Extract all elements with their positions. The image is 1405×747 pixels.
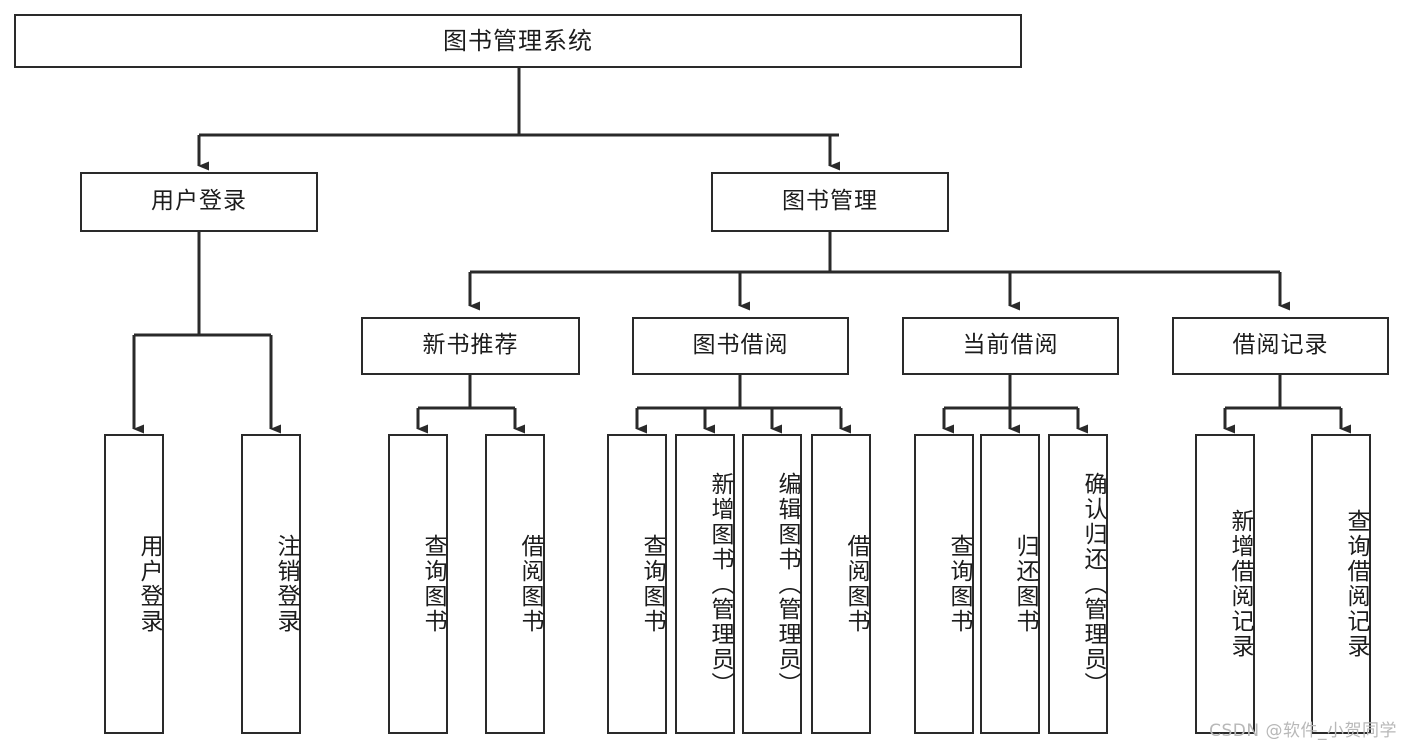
node-book-management[interactable]: 图书管理 [711, 172, 949, 232]
node-label: 查询图书 [946, 534, 972, 634]
leaf-current-borrow-query-book[interactable]: 查询图书 [914, 434, 974, 734]
node-label: 归还图书 [1012, 534, 1038, 634]
node-user-login[interactable]: 用户登录 [80, 172, 318, 232]
node-label: 用户登录 [136, 534, 162, 634]
node-new-book-recommend[interactable]: 新书推荐 [361, 317, 580, 375]
node-label: 图书管理 [782, 188, 878, 215]
node-label: 图书借阅 [692, 332, 789, 359]
node-label: 当前借阅 [962, 332, 1059, 359]
node-label: 新书推荐 [422, 332, 519, 359]
leaf-borrow-record-query-record[interactable]: 查询借阅记录 [1311, 434, 1371, 734]
leaf-new-book-borrow-book[interactable]: 借阅图书 [485, 434, 545, 734]
leaf-current-borrow-return-book[interactable]: 归还图书 [980, 434, 1040, 734]
node-label: 注销登录 [273, 534, 299, 634]
leaf-book-borrow-borrow-book[interactable]: 借阅图书 [811, 434, 871, 734]
leaf-book-borrow-add-book-admin[interactable]: 新增图书（管理员） [675, 434, 735, 734]
node-root-book-management-system[interactable]: 图书管理系统 [14, 14, 1022, 68]
node-label: 借阅图书 [843, 534, 869, 634]
node-label: 查询图书 [420, 534, 446, 634]
leaf-new-book-query-book[interactable]: 查询图书 [388, 434, 448, 734]
node-label: 编辑图书（管理员） [774, 471, 800, 697]
node-label: 查询图书 [639, 534, 665, 634]
node-label: 新增借阅记录 [1227, 509, 1253, 659]
leaf-user-login-logout[interactable]: 注销登录 [241, 434, 301, 734]
node-label: 用户登录 [151, 188, 247, 215]
leaf-book-borrow-query-book[interactable]: 查询图书 [607, 434, 667, 734]
node-book-borrow[interactable]: 图书借阅 [632, 317, 849, 375]
node-label: 查询借阅记录 [1343, 509, 1369, 659]
csdn-watermark: CSDN @软件_小贺同学 [1209, 721, 1397, 741]
node-label: 借阅图书 [517, 534, 543, 634]
node-label: 确认归还（管理员） [1080, 471, 1106, 697]
node-label: 新增图书（管理员） [707, 471, 733, 697]
leaf-book-borrow-edit-book-admin[interactable]: 编辑图书（管理员） [742, 434, 802, 734]
leaf-user-login-login[interactable]: 用户登录 [104, 434, 164, 734]
leaf-current-borrow-confirm-return-admin[interactable]: 确认归还（管理员） [1048, 434, 1108, 734]
leaf-borrow-record-add-record[interactable]: 新增借阅记录 [1195, 434, 1255, 734]
node-label: 图书管理系统 [443, 26, 593, 55]
node-borrow-record[interactable]: 借阅记录 [1172, 317, 1389, 375]
node-current-borrow[interactable]: 当前借阅 [902, 317, 1119, 375]
node-label: 借阅记录 [1232, 332, 1329, 359]
